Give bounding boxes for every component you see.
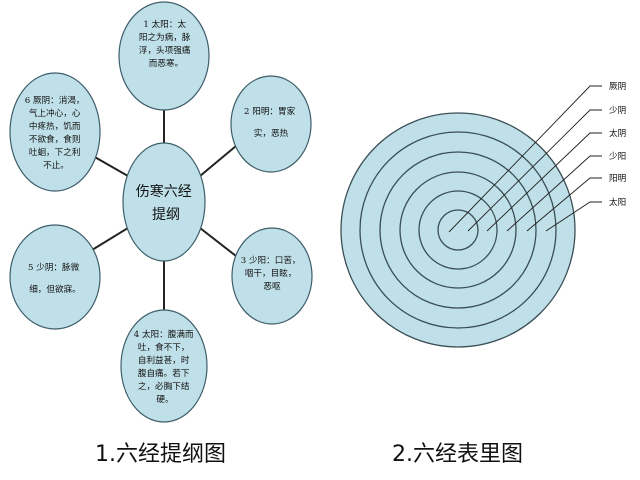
leader-line-1 — [448, 85, 602, 233]
node-yangming-line-1: 2 阳明：胃家 — [244, 105, 296, 117]
legend-label-4: 少阳 — [609, 151, 626, 162]
node-taiyin-line-2: 吐，食不下， — [138, 341, 190, 353]
node-jueyin-line-1: 6 厥阴：消渴， — [25, 94, 85, 106]
ring-6 — [437, 209, 479, 251]
spoke-shaoyin — [91, 227, 129, 251]
spoke-yangming — [199, 145, 237, 177]
node-jueyin: 6 厥阴：消渴， 气上冲心，心 中疼热，饥而 不欲食，食则 吐蛔，下之利 不止。 — [9, 72, 101, 192]
node-taiyin-line-1: 4 太阳：腹满而 — [134, 328, 194, 340]
node-shaoyang-ellipse — [231, 227, 313, 325]
node-jueyin-line-5: 吐蛔，下之利 — [29, 146, 81, 158]
node-shaoyang: 3 少阳：口苦， 咽干，目眩， 恶呕 — [231, 227, 313, 325]
legend-label-2: 少阴 — [609, 105, 626, 116]
node-jueyin-line-2: 气上冲心，心 — [29, 107, 81, 119]
connector-lines — [91, 110, 237, 310]
legend-label-3: 太阴 — [609, 127, 626, 139]
concentric-rings — [340, 112, 576, 348]
node-jueyin-line-4: 不欲食，食则 — [29, 133, 81, 145]
node-shaoyin-line-1: 5 少阴：脉微 — [28, 261, 80, 273]
center-label-line-1: 伤寒六经 — [136, 183, 192, 200]
leader-lines — [448, 85, 602, 233]
center-node: 伤寒六经 提纲 — [122, 142, 206, 262]
node-taiyang-ellipse — [118, 1, 210, 111]
node-shaoyang-line-1: 3 少阳：口苦， — [241, 254, 301, 266]
legend-label-1: 厥阴 — [609, 81, 626, 92]
node-yangming-line-2: 实，恶热 — [254, 127, 289, 139]
svg-text:5 少阴：脉微 细，但欲寐。: 5 少阴：脉微 细，但欲寐。 — [28, 261, 82, 295]
svg-text:4 太阳：腹满而 吐，食不下，: 4 太阳：腹满而 吐，食不下， 自利益甚，时 腹自痛。若下 之，必胸下结 硬。 — [134, 328, 197, 405]
node-taiyang-line-4: 而恶寒。 — [149, 57, 183, 69]
legend-label-5: 阳明 — [609, 173, 626, 184]
leader-line-5 — [526, 177, 602, 232]
center-label-line-2: 提纲 — [152, 207, 180, 223]
node-shaoyin-ellipse — [9, 224, 101, 330]
node-yangming-ellipse — [230, 75, 312, 173]
spoke-jueyin — [92, 155, 129, 177]
caption-outline-diagram: 1.六经提纲图 — [95, 442, 226, 467]
svg-text:3 少阳：口苦， 咽干，目眩，: 3 少阳：口苦， 咽干，目眩， 恶呕 — [241, 254, 304, 292]
node-shaoyin: 5 少阴：脉微 细，但欲寐。 — [9, 224, 101, 330]
node-shaoyin-line-2: 细，但欲寐。 — [29, 283, 81, 295]
node-yangming: 2 阳明：胃家 实，恶热 — [230, 75, 312, 173]
node-taiyin-line-4: 腹自痛。若下 — [138, 367, 190, 379]
node-taiyang-line-3: 浮，头项强痛 — [139, 44, 191, 56]
center-ellipse — [122, 142, 206, 262]
svg-text:1 太阳：太 阳之为病，脉: 1 太阳：太 阳之为病，脉 浮，头项强痛 而恶寒。 — [139, 18, 193, 69]
leader-line-6 — [545, 201, 602, 232]
node-taiyin: 4 太阳：腹满而 吐，食不下， 自利益甚，时 腹自痛。若下 之，必胸下结 硬。 — [120, 309, 208, 423]
node-shaoyang-line-3: 恶呕 — [263, 281, 281, 292]
node-taiyin-line-3: 自利益甚，时 — [138, 354, 190, 366]
node-taiyin-ellipse — [120, 309, 208, 423]
caption-exterior-interior-diagram: 2.六经表里图 — [392, 442, 523, 467]
leader-line-2 — [467, 109, 602, 232]
node-taiyin-line-6: 硬。 — [156, 394, 173, 405]
node-jueyin-line-3: 中疼热，饥而 — [29, 120, 81, 132]
node-taiyang: 1 太阳：太 阳之为病，脉 浮，头项强痛 而恶寒。 — [118, 1, 210, 111]
svg-text:伤寒六经 提纲: 伤寒六经 提纲 — [136, 183, 196, 223]
spoke-shaoyang — [199, 227, 237, 257]
node-jueyin-line-6: 不止。 — [43, 159, 69, 171]
leader-line-3 — [486, 132, 602, 232]
node-jueyin-ellipse — [9, 72, 101, 192]
node-taiyin-line-5: 之，必胸下结 — [138, 380, 190, 392]
svg-text:2 阳明：胃家 实，恶热: 2 阳明：胃家 实，恶热 — [244, 105, 298, 139]
legend-label-6: 太阳 — [609, 196, 626, 208]
svg-text:6 厥阴：消渴， 气上冲心，心: 6 厥阴：消渴， 气上冲心，心 中疼热，饥而 不欲食，食则 吐蛔，下之利 不止。 — [25, 94, 88, 171]
node-taiyang-line-2: 阳之为病，脉 — [139, 31, 191, 43]
six-meridian-outline-diagram: 伤寒六经 提纲 1 太阳：太 阳之为病，脉 浮，头项强痛 而恶寒。 2 阳明：胃… — [9, 1, 313, 423]
node-shaoyang-line-2: 咽干，目眩， — [245, 267, 297, 279]
leader-line-4 — [506, 155, 602, 232]
node-taiyang-line-1: 1 太阳：太 — [143, 18, 186, 30]
